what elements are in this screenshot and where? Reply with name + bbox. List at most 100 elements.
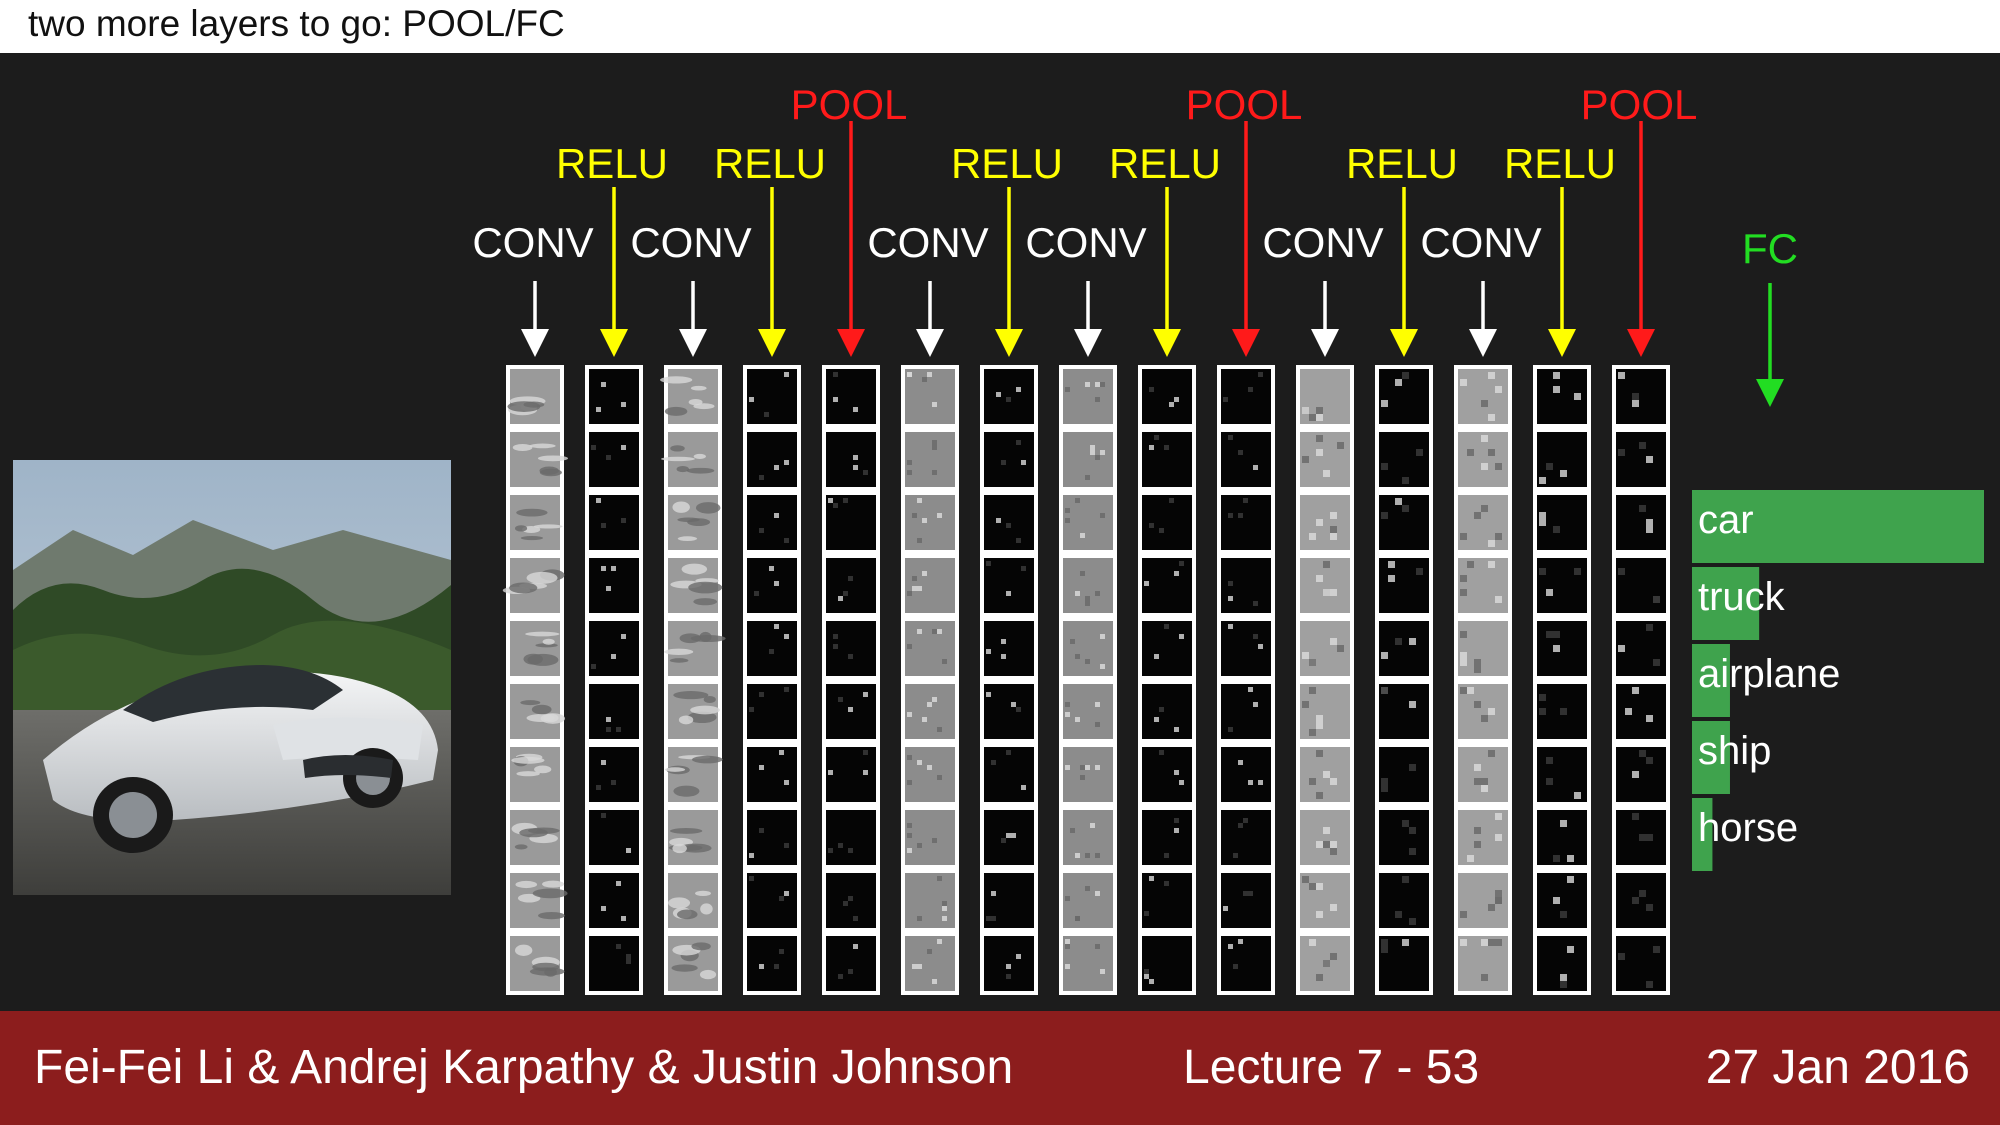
layer-label-relu: RELU — [1346, 140, 1458, 187]
activation-pixel — [1090, 450, 1095, 455]
activation-pixel — [606, 717, 611, 722]
activation-pixel — [596, 785, 601, 790]
activation-stroke — [695, 502, 721, 514]
activation-pixel — [1553, 372, 1560, 379]
activation-pixel — [1488, 540, 1495, 547]
prediction-label: horse — [1698, 806, 1798, 850]
activation-pixel — [1085, 596, 1090, 601]
activation-pixel — [1474, 659, 1481, 666]
activation-pixel — [1070, 828, 1075, 833]
activation-pixel — [1416, 568, 1423, 575]
activation-map — [984, 369, 1034, 424]
activation-map — [1221, 873, 1271, 928]
activation-stroke — [664, 406, 688, 416]
activation-map — [826, 810, 876, 865]
activation-pixel — [1100, 634, 1105, 639]
prediction-bar — [1692, 567, 1760, 640]
activation-pixel — [1006, 591, 1011, 596]
activation-pixel — [1253, 702, 1258, 707]
activation-pixel — [1228, 581, 1233, 586]
activation-pixel — [1409, 701, 1416, 708]
activation-pixel — [843, 591, 848, 596]
activation-pixel — [937, 727, 942, 732]
activation-pixel — [1228, 727, 1233, 732]
activation-pixel — [1560, 708, 1567, 715]
activation-pixel — [1179, 780, 1184, 785]
activation-stroke — [538, 911, 565, 920]
activation-map — [905, 936, 955, 991]
activation-pixel — [863, 470, 868, 475]
activation-pixel — [1330, 512, 1337, 519]
activation-pixel — [1302, 876, 1309, 883]
activation-map — [668, 810, 718, 865]
activation-pixel — [1085, 382, 1090, 387]
activation-pixel — [1179, 634, 1184, 639]
activation-pixel — [907, 755, 912, 760]
activation-stroke — [673, 691, 709, 700]
activation-pixel — [1233, 853, 1238, 858]
activation-map — [1142, 495, 1192, 550]
activation-stroke — [671, 964, 698, 972]
activation-map — [747, 369, 797, 424]
activation-map — [905, 369, 955, 424]
activation-map — [589, 495, 639, 550]
activation-stroke — [691, 942, 711, 951]
activation-map — [1300, 684, 1350, 739]
activation-pixel — [1154, 654, 1159, 659]
activation-pixel — [907, 848, 912, 853]
activation-pixel — [1553, 645, 1560, 652]
activation-pixel — [774, 964, 779, 969]
activation-map — [589, 810, 639, 865]
activation-stroke — [670, 828, 703, 834]
activation-stroke — [517, 893, 541, 903]
activation-pixel — [1223, 906, 1228, 911]
activation-pixel — [749, 876, 754, 881]
activation-pixel — [621, 518, 626, 523]
activation-pixel — [1409, 848, 1416, 855]
activation-pixel — [1474, 827, 1481, 834]
prediction-item: horse — [1692, 798, 1798, 871]
activation-map — [1063, 936, 1113, 991]
activation-pixel — [942, 901, 947, 906]
activation-pixel — [937, 876, 942, 881]
activation-pixel — [1316, 407, 1323, 414]
activation-stroke — [529, 967, 565, 976]
footer-authors: Fei-Fei Li & Andrej Karpathy & Justin Jo… — [34, 1041, 1014, 1094]
activation-pixel — [1560, 974, 1567, 981]
activation-pixel — [1560, 470, 1567, 477]
activation-pixel — [784, 634, 789, 639]
activation-column — [502, 365, 569, 995]
activation-pixel — [1144, 974, 1149, 979]
activation-pixel — [1065, 518, 1070, 523]
layer-arrows — [521, 121, 1655, 357]
activation-pixel — [1381, 778, 1388, 785]
activation-stroke — [531, 704, 552, 715]
activation-pixel — [1065, 765, 1070, 770]
activation-pixel — [784, 891, 789, 896]
activation-pixel — [942, 916, 947, 921]
activation-pixel — [937, 775, 942, 780]
activation-pixel — [591, 664, 596, 669]
activation-pixel — [1144, 581, 1149, 586]
activation-pixel — [1409, 918, 1416, 925]
activation-map — [1379, 810, 1429, 865]
activation-pixel — [1095, 944, 1100, 949]
activation-pixel — [1546, 589, 1553, 596]
activation-pixel — [1546, 757, 1553, 764]
activation-pixel — [1546, 463, 1553, 470]
activation-pixel — [621, 445, 626, 450]
activation-pixel — [1309, 883, 1316, 890]
activation-pixel — [1539, 477, 1546, 484]
activation-pixel — [1159, 750, 1164, 755]
activation-pixel — [1001, 654, 1006, 659]
activation-map — [1616, 936, 1666, 991]
activation-pixel — [1248, 780, 1253, 785]
activation-pixel — [917, 964, 922, 969]
activation-pixel — [1574, 792, 1581, 799]
prediction-bar — [1692, 721, 1730, 794]
activation-pixel — [1481, 400, 1488, 407]
activation-stroke — [679, 843, 712, 853]
activation-pixel — [1075, 654, 1080, 659]
activation-stroke — [535, 643, 558, 648]
activation-pixel — [1248, 387, 1253, 392]
